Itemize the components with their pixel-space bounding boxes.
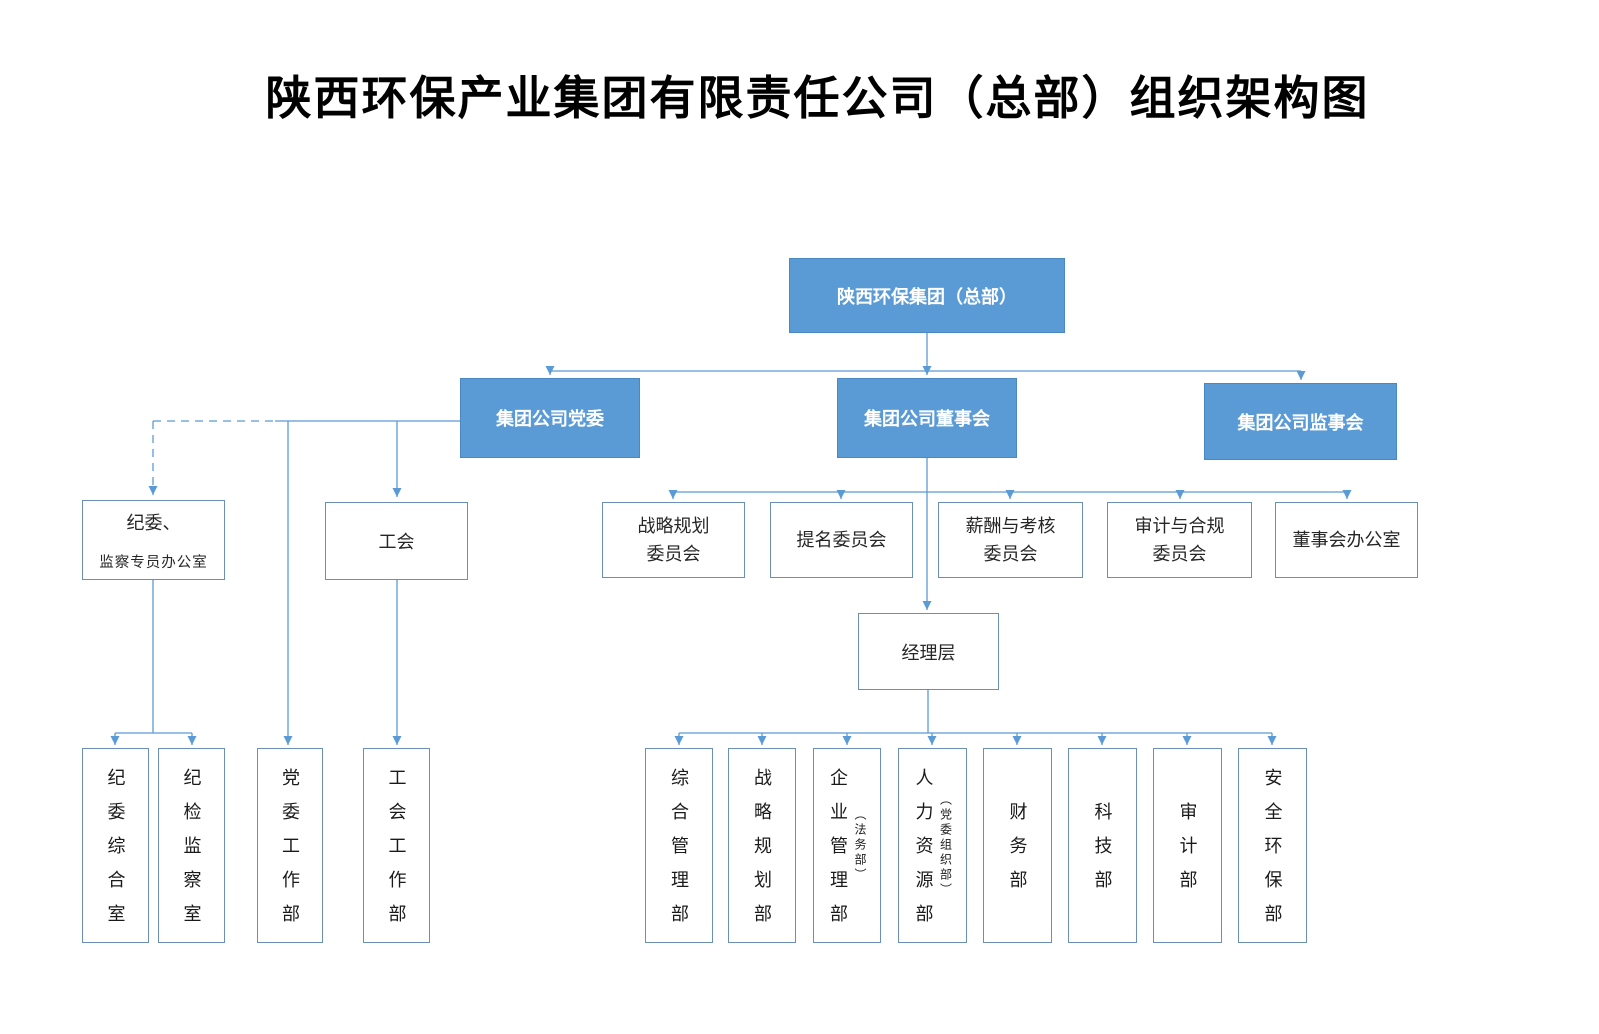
node-discipline-supervision-office: 纪检监察室: [158, 748, 225, 943]
committee-label-line: 薪酬与考核: [965, 516, 1056, 536]
discipline-office-line1: 纪委、: [126, 513, 181, 533]
vertical-label: 人力资源部: [913, 767, 934, 938]
node-dept-strategic-planning: 战略规划部: [728, 748, 796, 943]
chart-title: 陕西环保产业集团有限责任公司（总部）组织架构图: [265, 73, 1370, 124]
vertical-label: 纪检监察室: [181, 767, 202, 938]
vertical-sub-label: （法务部）: [853, 808, 867, 883]
root-to-level2-connectors: [545, 333, 1306, 380]
vertical-label: 党委工作部: [280, 767, 300, 938]
node-committee-compensation: 薪酬与考核 委员会: [938, 502, 1083, 578]
node-board-office: 董事会办公室: [1275, 502, 1418, 578]
node-party-committee: 集团公司党委: [460, 378, 640, 458]
vertical-label: 战略规划部: [752, 767, 772, 938]
node-dept-safety-environment: 安全环保部: [1238, 748, 1307, 943]
manager-to-department-connectors: [674, 690, 1277, 745]
node-dept-science-technology: 科技部: [1068, 748, 1137, 943]
committee-label-line: 委员会: [1152, 544, 1207, 564]
committee-label-line: 委员会: [646, 544, 701, 564]
committee-label-line: 董事会办公室: [1292, 530, 1401, 550]
node-committee-audit-compliance: 审计与合规 委员会: [1107, 502, 1252, 578]
vertical-label: 财务部: [1007, 801, 1028, 904]
node-labor-union: 工会: [325, 502, 468, 580]
node-party-work-department: 党委工作部: [257, 748, 323, 943]
node-discipline-general-office: 纪委综合室: [82, 748, 149, 943]
vertical-label: 审计部: [1177, 801, 1198, 904]
vertical-label: 纪委综合室: [105, 767, 126, 938]
vertical-label: 安全环保部: [1262, 767, 1283, 938]
node-dept-finance: 财务部: [983, 748, 1052, 943]
vertical-sub-label: （党委组织部）: [938, 793, 953, 898]
node-dept-enterprise-management-legal: 企业管理部 （法务部）: [813, 748, 881, 943]
node-party-committee-label: 集团公司党委: [496, 409, 604, 429]
node-dept-audit: 审计部: [1153, 748, 1222, 943]
discipline-office-line2: 监察专员办公室: [99, 555, 208, 571]
party-branch-connectors: [110, 420, 460, 745]
committee-label-line: 战略规划: [637, 516, 710, 536]
vertical-label: 综合管理部: [669, 767, 689, 938]
vertical-label: 企业管理部: [828, 767, 848, 938]
node-board-of-directors: 集团公司董事会: [837, 378, 1017, 458]
node-dept-general-management: 综合管理部: [645, 748, 713, 943]
node-board-label: 集团公司董事会: [864, 409, 990, 429]
node-union-work-department: 工会工作部: [363, 748, 430, 943]
node-committee-nomination: 提名委员会: [770, 502, 913, 578]
node-discipline-inspection-office: 纪委、 监察专员办公室: [82, 500, 225, 580]
node-dept-human-resources-party-org: 人力资源部 （党委组织部）: [898, 748, 967, 943]
committee-label-line: 审计与合规: [1134, 516, 1225, 536]
node-committee-strategy: 战略规划 委员会: [602, 502, 745, 578]
vertical-label: 工会工作部: [386, 767, 407, 938]
node-root-label: 陕西环保集团（总部）: [837, 286, 1017, 307]
labor-union-label: 工会: [378, 532, 415, 552]
node-root: 陕西环保集团（总部）: [789, 258, 1065, 333]
vertical-label: 科技部: [1092, 801, 1113, 904]
node-supervisory-label: 集团公司监事会: [1237, 412, 1364, 433]
committee-label-line: 委员会: [983, 544, 1038, 564]
node-manager-level: 经理层: [858, 613, 999, 690]
manager-level-label: 经理层: [901, 642, 956, 663]
committee-label-line: 提名委员会: [796, 530, 887, 550]
node-supervisory-board: 集团公司监事会: [1204, 383, 1397, 460]
